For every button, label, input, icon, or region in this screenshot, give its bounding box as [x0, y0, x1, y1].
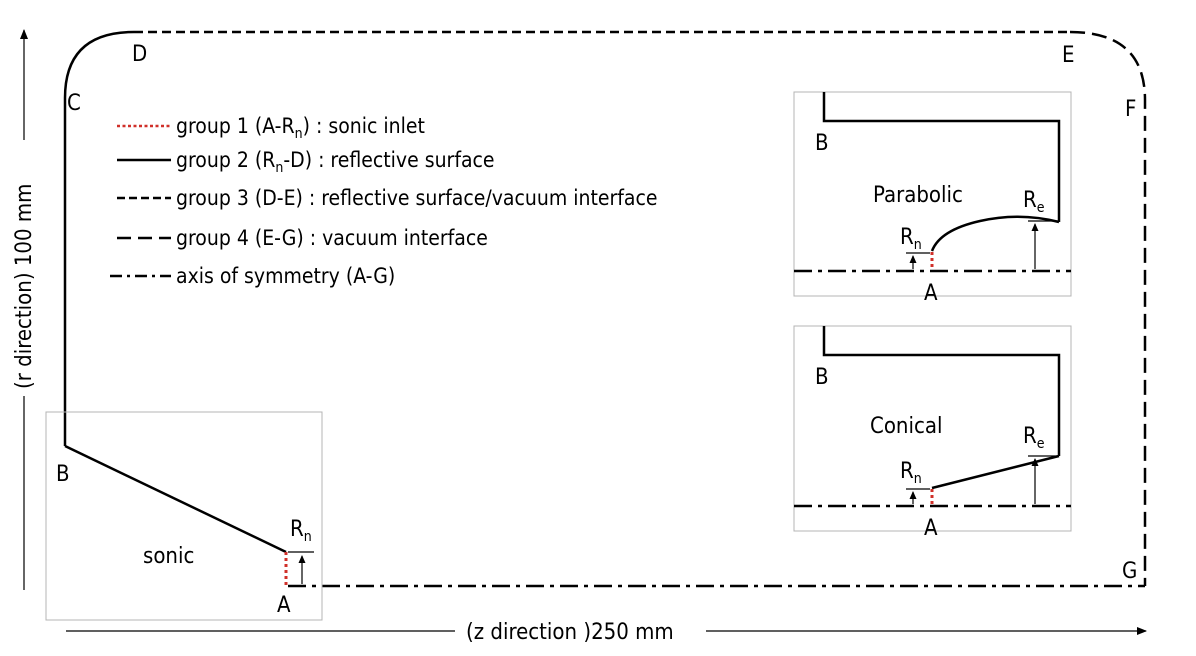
conical-A-label: A: [924, 516, 938, 541]
legend-item-group4: group 4 (E-G) : vacuum interface: [117, 226, 488, 250]
legend-label-group4: group 4 (E-G) : vacuum interface: [176, 226, 488, 250]
group4-E-to-G: [1069, 30, 1147, 586]
conical-B-label: B: [815, 365, 829, 390]
conical-re-label: Re: [1023, 424, 1045, 452]
legend-label-group2: group 2 (Rn-D) : reflective surface: [176, 148, 495, 176]
z-axis: (z direction )250 mm: [66, 620, 1147, 645]
z-axis-label: (z direction )250 mm: [466, 620, 674, 645]
point-labels: D C E F G B A: [56, 42, 1137, 618]
reflective-wall-B-to-D: [63, 30, 135, 446]
parabolic-rn-label: Rn: [900, 225, 922, 253]
parabolic-inset-frame: [793, 91, 1072, 297]
parabolic-wall: [822, 92, 1061, 222]
legend-label-axis: axis of symmetry (A-G): [176, 264, 395, 288]
conical-rn-label: Rn: [900, 459, 922, 487]
sonic-title: sonic: [143, 544, 194, 569]
point-label-F: F: [1125, 97, 1136, 122]
conical-wall: [822, 326, 1061, 456]
point-label-C: C: [67, 91, 81, 116]
parabolic-title: Parabolic: [873, 183, 963, 208]
parabolic-B-label: B: [815, 131, 829, 156]
parabolic-re-label: Re: [1023, 188, 1045, 216]
sonic-inset-frame: [45, 411, 323, 621]
parabolic-A-label: A: [924, 281, 938, 306]
point-label-D: D: [132, 42, 147, 67]
conical-inset-frame: [793, 325, 1072, 532]
point-label-B: B: [56, 462, 70, 487]
sonic-inset: sonic Rn: [45, 411, 323, 621]
parabolic-contour: [930, 215, 1060, 252]
point-label-G: G: [1122, 559, 1137, 584]
point-label-E: E: [1062, 43, 1075, 68]
parabolic-inset: Parabolic B A Rn Re: [793, 91, 1072, 306]
sonic-rn-label: Rn: [290, 517, 312, 545]
legend-item-axis: axis of symmetry (A-G): [110, 264, 395, 288]
point-label-A: A: [277, 593, 291, 618]
legend-label-group1: group 1 (A-Rn) : sonic inlet: [176, 114, 425, 142]
r-axis: (r direction) 100 mm: [12, 29, 37, 590]
r-axis-label: (r direction) 100 mm: [12, 184, 37, 389]
legend-label-group3: group 3 (D-E) : reflective surface/vacuu…: [176, 186, 658, 210]
legend-item-group2: group 2 (Rn-D) : reflective surface: [117, 148, 495, 176]
conical-inset: Conical B A Rn Re: [793, 325, 1072, 541]
legend-item-group1: group 1 (A-Rn) : sonic inlet: [117, 114, 425, 142]
main-boundary: [63, 30, 1147, 588]
nozzle-wall-B-to-Rn: [64, 444, 287, 554]
conical-title: Conical: [870, 414, 943, 439]
legend-item-group3: group 3 (D-E) : reflective surface/vacuu…: [117, 186, 658, 210]
conical-contour: [931, 454, 1060, 490]
legend: group 1 (A-Rn) : sonic inlet group 2 (Rn…: [110, 114, 658, 288]
